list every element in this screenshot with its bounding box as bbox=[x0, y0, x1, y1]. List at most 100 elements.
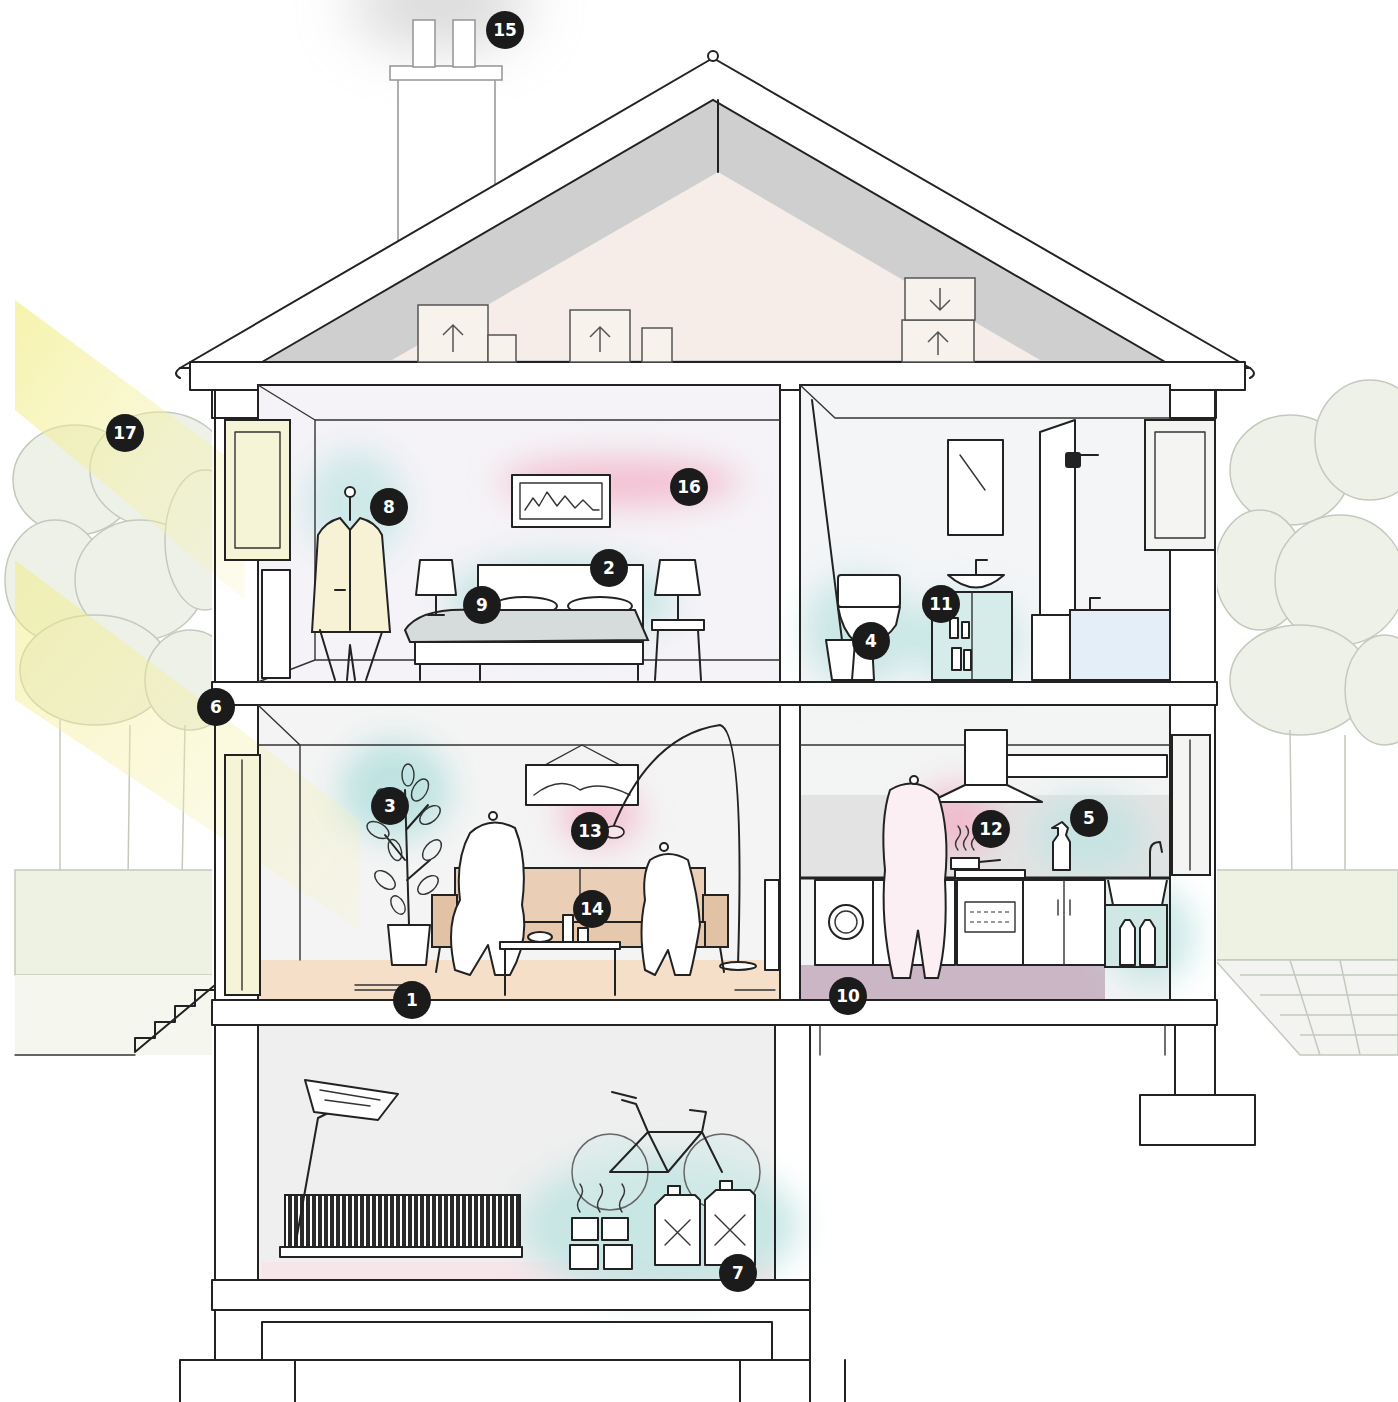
kitchen-fixtures bbox=[1120, 920, 1155, 965]
bedroom-furniture bbox=[420, 664, 638, 680]
bathroom-fixtures bbox=[960, 455, 985, 490]
wall-structure bbox=[262, 1322, 772, 1360]
callout-number: 12 bbox=[972, 810, 1010, 848]
wall-structure bbox=[180, 1310, 810, 1402]
living-room-furniture bbox=[765, 880, 779, 970]
living-room-furniture bbox=[703, 895, 728, 947]
basement-items bbox=[320, 1090, 380, 1106]
living-room-furniture bbox=[563, 915, 573, 942]
callout-number: 9 bbox=[463, 586, 501, 624]
kitchen-fixtures bbox=[970, 912, 1010, 922]
bathroom-fixtures bbox=[948, 575, 1004, 588]
kitchen-fixtures bbox=[957, 880, 1023, 965]
kitchen-fixtures bbox=[815, 880, 873, 965]
bedroom-furniture bbox=[652, 620, 704, 630]
basement-items bbox=[305, 1080, 398, 1120]
living-room-furniture bbox=[526, 765, 638, 805]
window bbox=[225, 420, 290, 560]
living-room-furniture bbox=[416, 802, 443, 828]
roof bbox=[717, 100, 719, 172]
bedroom-furniture bbox=[416, 560, 456, 595]
bedroom-furniture bbox=[655, 630, 701, 680]
callout-number: 10 bbox=[829, 977, 867, 1015]
living-room-furniture bbox=[402, 764, 414, 786]
wall-structure bbox=[800, 385, 1170, 418]
living-room-furniture bbox=[451, 823, 524, 975]
bedroom-furniture bbox=[655, 560, 700, 595]
basement-items bbox=[285, 1195, 520, 1247]
wall-structure bbox=[1140, 1095, 1255, 1145]
window bbox=[235, 432, 280, 548]
roof bbox=[1170, 390, 1216, 418]
living-room-furniture bbox=[500, 942, 620, 949]
callout-number: 15 bbox=[486, 11, 524, 49]
basement-body bbox=[212, 1020, 812, 1402]
wall-structure bbox=[212, 1280, 810, 1310]
kitchen-fixtures bbox=[800, 730, 1170, 978]
wall-structure bbox=[1175, 1025, 1215, 1095]
background-trees bbox=[1315, 380, 1398, 500]
background-trees bbox=[1215, 380, 1398, 1055]
storage-box bbox=[488, 335, 516, 362]
bathroom-fixtures bbox=[962, 622, 969, 638]
living-room-furniture bbox=[388, 925, 430, 965]
room-fill bbox=[258, 385, 780, 682]
window bbox=[1145, 420, 1215, 550]
kitchen-fixtures bbox=[1150, 842, 1162, 878]
wall-structure bbox=[212, 682, 1217, 705]
bathroom-fixtures bbox=[964, 650, 971, 670]
kitchen-fixtures bbox=[1105, 905, 1167, 967]
wall-structure bbox=[135, 385, 1255, 1402]
wall-structure bbox=[258, 385, 780, 682]
kitchen-fixtures bbox=[910, 776, 918, 784]
background-trees bbox=[1345, 635, 1398, 745]
chimney bbox=[413, 20, 435, 67]
bathroom-fixtures bbox=[838, 607, 900, 680]
window bbox=[225, 420, 1215, 995]
living-room-furniture bbox=[386, 838, 405, 863]
bathroom-fixtures bbox=[952, 648, 961, 670]
basement-items bbox=[668, 1186, 680, 1195]
background-trees bbox=[1215, 870, 1398, 960]
roof bbox=[262, 100, 1165, 362]
kitchen-fixtures bbox=[1058, 880, 1070, 965]
callout-number: 8 bbox=[370, 488, 408, 526]
living-room-furniture bbox=[720, 962, 756, 970]
room-fill bbox=[800, 705, 1170, 1000]
living-room-furniture bbox=[419, 836, 445, 863]
bathroom-fixtures bbox=[838, 575, 900, 607]
kitchen-fixtures bbox=[835, 911, 857, 933]
bathroom-fixtures bbox=[950, 618, 958, 638]
callout-number: 3 bbox=[371, 787, 409, 825]
living-room-furniture bbox=[371, 867, 398, 893]
callout-number: 16 bbox=[670, 468, 708, 506]
wall-structure bbox=[820, 1025, 1165, 1055]
window bbox=[1155, 432, 1205, 538]
bathroom-fixtures bbox=[1032, 615, 1070, 680]
callout-number: 4 bbox=[852, 622, 890, 660]
callout-number: 7 bbox=[719, 1254, 757, 1292]
bathroom-fixtures bbox=[1090, 598, 1100, 610]
bedroom-furniture bbox=[520, 483, 602, 519]
basement-items bbox=[715, 1215, 745, 1245]
bathroom-fixtures bbox=[812, 400, 1170, 680]
kitchen-fixtures bbox=[979, 860, 1000, 862]
background-trees bbox=[15, 870, 215, 975]
living-room-furniture bbox=[534, 784, 630, 795]
bedroom-furniture bbox=[320, 530, 382, 680]
room-fill bbox=[258, 1025, 775, 1280]
kitchen-fixtures bbox=[930, 785, 1042, 802]
living-room-furniture bbox=[578, 928, 588, 942]
sunlight-beam bbox=[15, 300, 245, 600]
bedroom-furniture bbox=[415, 642, 643, 664]
basement-items bbox=[295, 1108, 338, 1247]
storage-box bbox=[443, 288, 950, 355]
basement-items bbox=[604, 1245, 632, 1269]
callout-number: 13 bbox=[571, 812, 609, 850]
background-trees bbox=[1240, 960, 1398, 1055]
basement-items bbox=[602, 1218, 628, 1240]
bathroom-fixtures bbox=[1070, 610, 1170, 680]
